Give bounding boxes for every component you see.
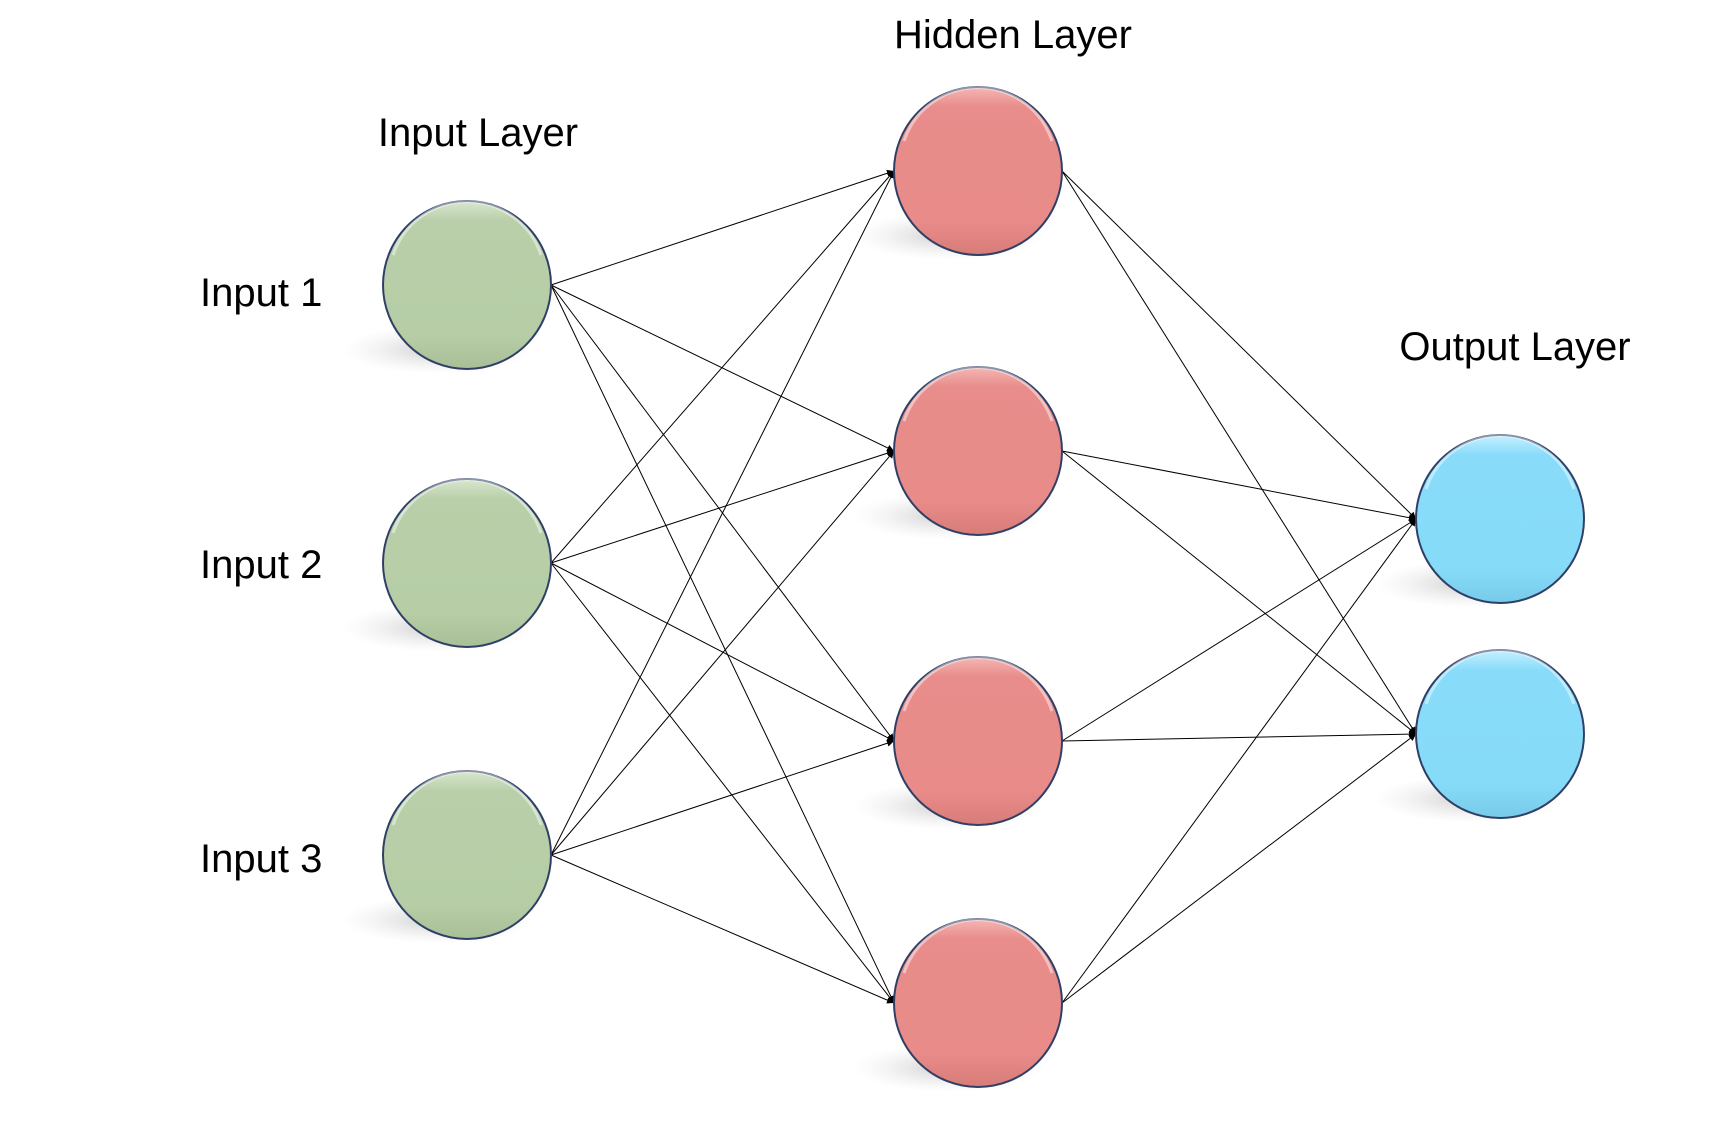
nodes	[382, 86, 1585, 1088]
edge-hidden-2-to-output-1	[1061, 450, 1417, 522]
hidden-node-2	[893, 366, 1063, 536]
edge-hidden-1-to-output-1	[1061, 170, 1417, 520]
edge-hidden-1-to-output-2	[1061, 170, 1417, 735]
hidden-layer-title: Hidden Layer	[894, 13, 1132, 57]
edge-hidden-3-to-output-2	[1061, 730, 1417, 742]
input-label-3: Input 3	[200, 837, 322, 881]
input-node-3	[382, 770, 552, 940]
edge-input-1-to-hidden-2	[550, 284, 895, 452]
input-label-1: Input 1	[200, 271, 322, 315]
input-layer-title: Input Layer	[378, 111, 578, 155]
hidden-node-1	[893, 86, 1063, 256]
edge-input-3-to-hidden-4	[550, 854, 895, 1004]
edge-input-3-to-hidden-3	[550, 739, 895, 856]
edge-hidden-4-to-output-1	[1061, 518, 1417, 1004]
hidden-node-4	[893, 918, 1063, 1088]
edge-hidden-4-to-output-2	[1061, 733, 1417, 1004]
input-label-2: Input 2	[200, 543, 322, 587]
edge-input-2-to-hidden-4	[550, 562, 895, 1004]
edge-input-2-to-hidden-3	[550, 562, 895, 742]
edge-input-3-to-hidden-2	[550, 450, 895, 856]
output-node-1	[1415, 434, 1585, 604]
hidden-node-3	[893, 656, 1063, 826]
edge-input-3-to-hidden-1	[550, 170, 895, 856]
edge-input-1-to-hidden-1	[550, 169, 895, 286]
input-node-1	[382, 200, 552, 370]
output-node-2	[1415, 649, 1585, 819]
edge-input-2-to-hidden-2	[550, 449, 895, 564]
input-node-2	[382, 478, 552, 648]
edge-hidden-3-to-output-1	[1061, 518, 1417, 742]
connections	[550, 169, 1417, 1004]
output-layer-title: Output Layer	[1399, 325, 1630, 369]
edge-input-2-to-hidden-1	[550, 170, 895, 564]
edge-hidden-2-to-output-2	[1061, 450, 1417, 735]
edge-input-1-to-hidden-4	[550, 284, 895, 1004]
